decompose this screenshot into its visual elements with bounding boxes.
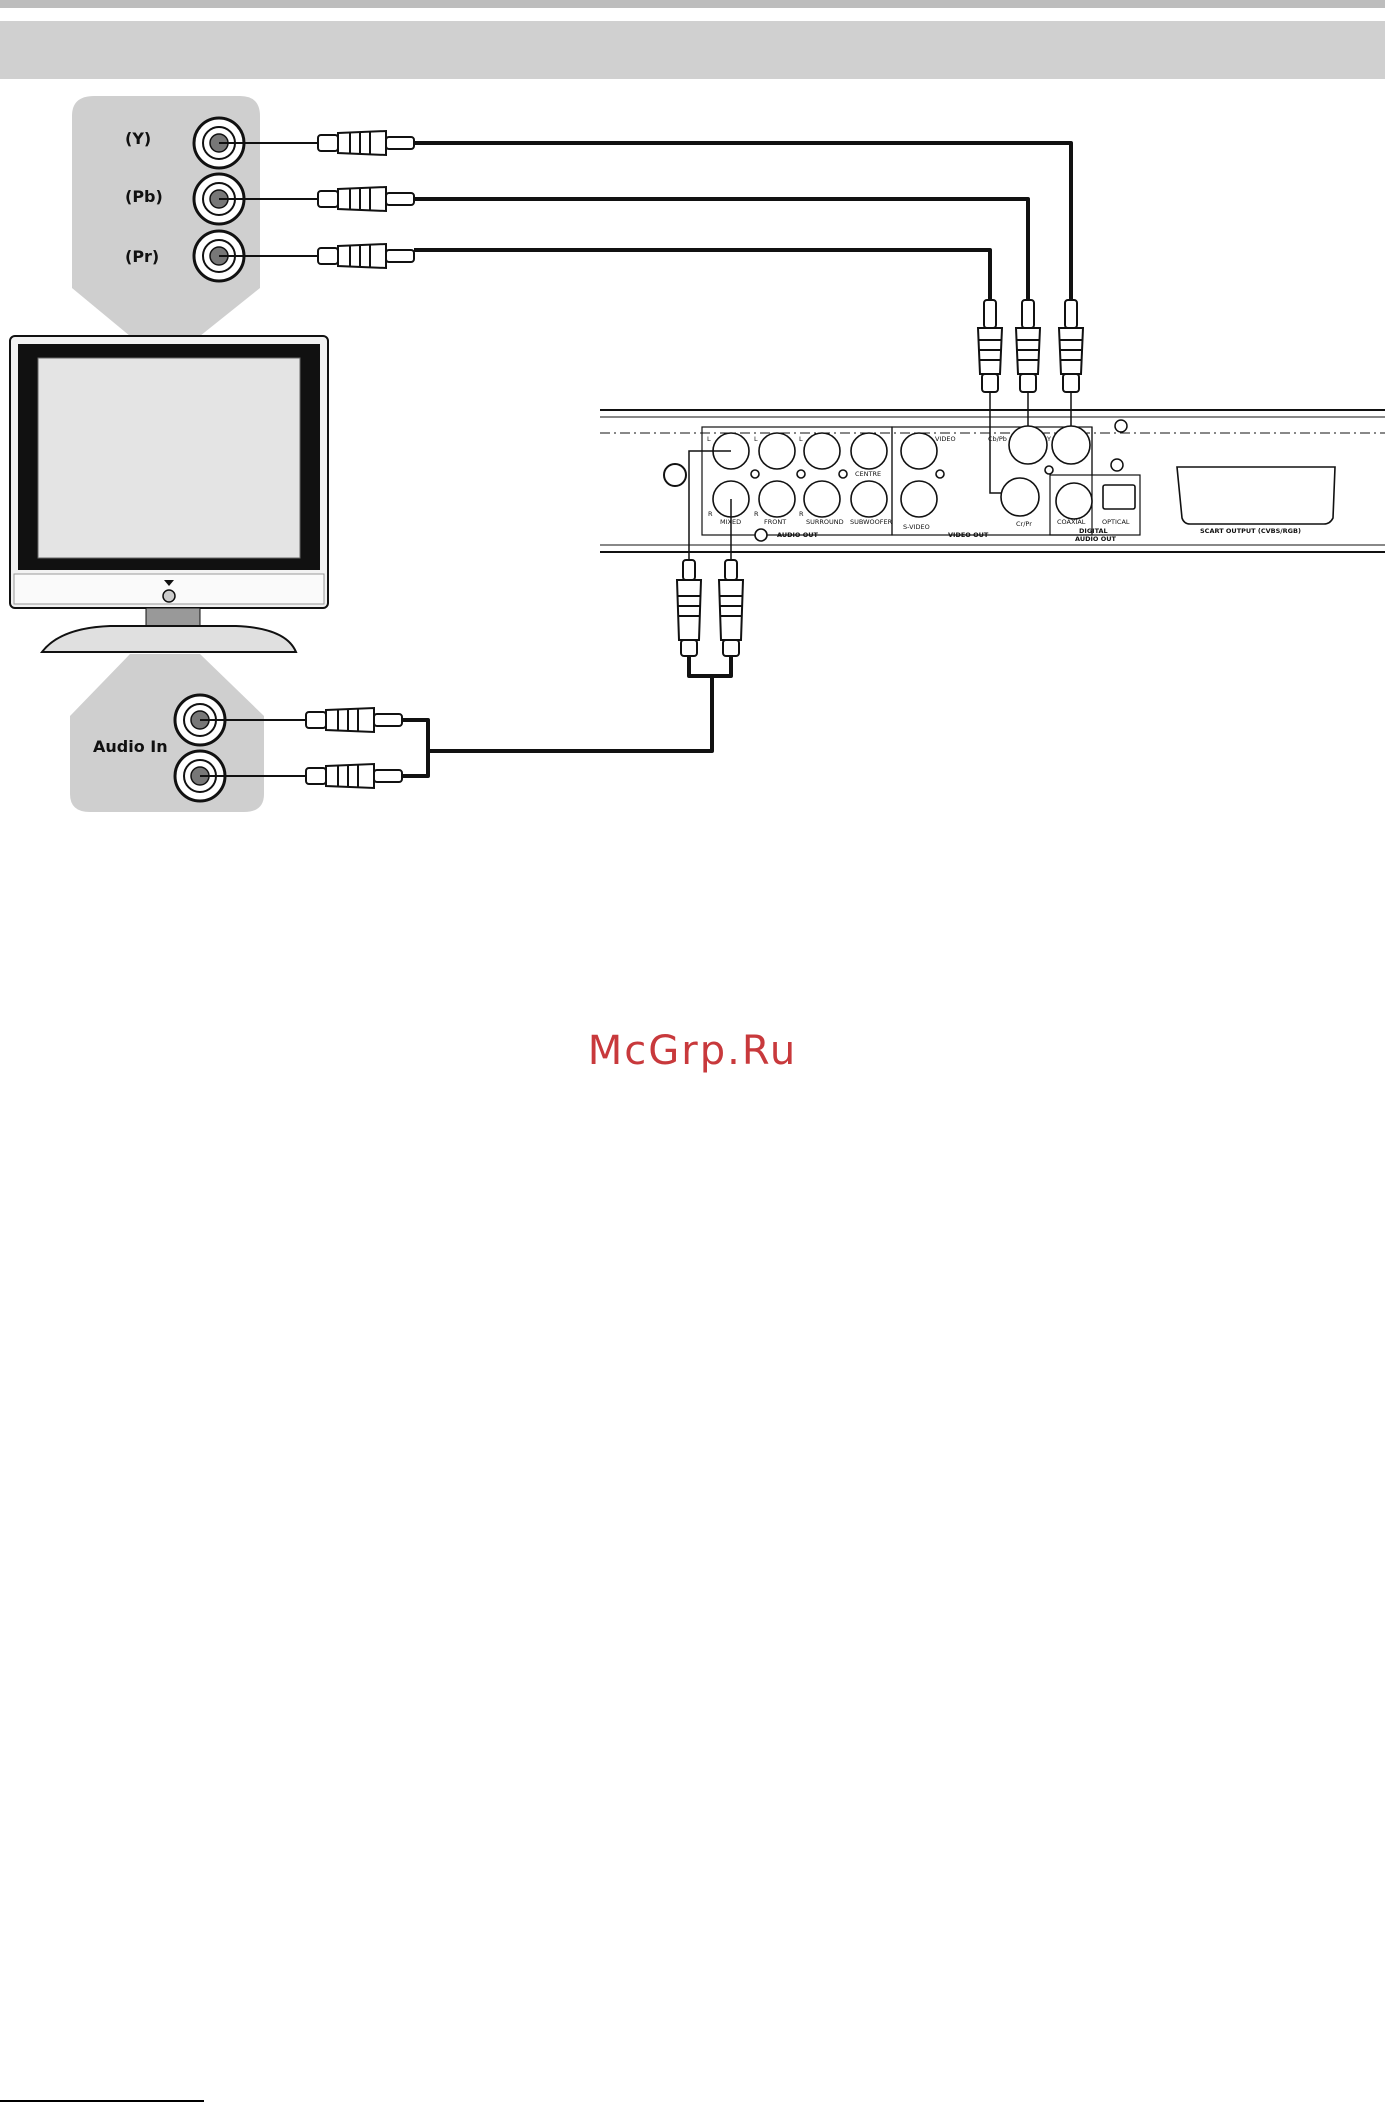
label-cr-pr: Cr/Pr: [1016, 520, 1032, 528]
label-digital: DIGITAL: [1079, 527, 1108, 535]
label-video: VIDEO: [935, 435, 956, 443]
label-surround-r: R: [799, 510, 804, 518]
label-cb-pb: Cb/Pb: [988, 435, 1007, 443]
top-rule: [0, 0, 1385, 8]
label-coaxial: COAXIAL: [1057, 518, 1086, 526]
label-surround: SURROUND: [806, 518, 844, 526]
cable-y: [414, 143, 1071, 300]
label-y: (Y): [125, 129, 151, 148]
cable-pr: [414, 250, 990, 300]
label-optical: OPTICAL: [1102, 518, 1130, 526]
watermark: McGrp.Ru: [0, 1028, 1385, 1074]
label-subwoofer: SUBWOOFER: [850, 518, 893, 526]
label-audio-l: L: [707, 435, 711, 443]
cable-audio: [402, 656, 731, 776]
tv-audio-input-panel: Audio In: [70, 654, 264, 812]
label-pb: (Pb): [125, 187, 163, 206]
label-s-video: S-VIDEO: [903, 523, 930, 531]
plug-player-pb: [1016, 300, 1040, 392]
label-scart-output: SCART OUTPUT (CVBS/RGB): [1200, 527, 1301, 535]
label-audio-in: Audio In: [93, 737, 168, 756]
plug-player-audio-r: [719, 560, 743, 656]
label-front-r: R: [754, 510, 759, 518]
section-header-band: [0, 21, 1385, 79]
label-surround-l: L: [799, 435, 803, 443]
plug-player-pr: [978, 300, 1002, 392]
label-front: FRONT: [764, 518, 786, 526]
label-centre: CENTRE: [855, 470, 881, 478]
plug-player-audio-l: [677, 560, 701, 656]
label-y-jack: Y: [1046, 435, 1051, 443]
label-audio-r: R: [708, 510, 713, 518]
label-pr: (Pr): [125, 247, 159, 266]
label-digital-audio-out: AUDIO OUT: [1075, 535, 1117, 543]
label-front-l: L: [754, 435, 758, 443]
label-audio-out: AUDIO OUT: [777, 531, 819, 539]
scart-connector: [1177, 467, 1335, 524]
label-video-out: VIDEO OUT: [948, 531, 989, 539]
tv-illustration: [10, 336, 328, 652]
plug-player-y: [1059, 300, 1083, 392]
footnote-rule: [0, 2100, 204, 2102]
